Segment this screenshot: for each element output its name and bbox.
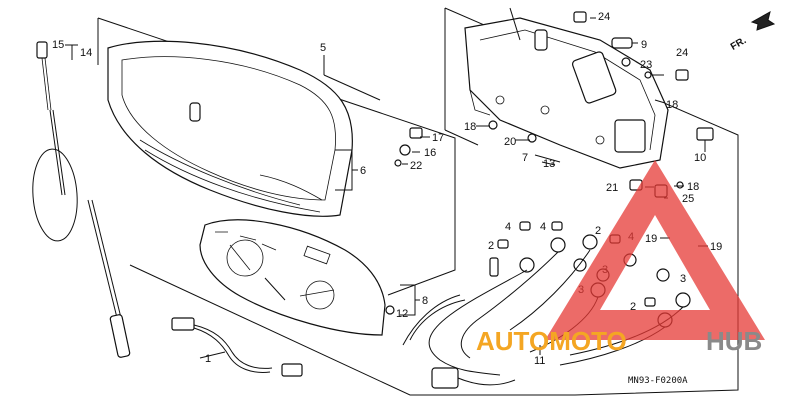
label-10: 10 [694,152,706,164]
label-25: 25 [682,193,694,205]
screw-18-left [488,120,498,130]
label-21: 21 [606,182,618,194]
label-11: 11 [534,355,545,367]
watermark-triangle-icon [545,160,765,340]
label-8: 8 [422,295,428,307]
label-19a: 19 [645,233,657,245]
label-3c: 3 [680,273,686,285]
watermark-text-right: HUB [706,326,762,356]
meter-case [464,7,669,169]
label-7: 7 [522,152,528,164]
wire-harness [402,249,684,389]
outline-box-lower [129,264,575,396]
watermark: AUTOMOTO HUB [476,160,765,356]
grommet-9 [611,37,633,49]
socket-10 [696,127,714,141]
label-9: 9 [641,39,647,51]
screw-18-right [676,181,684,189]
label-2b: 2 [595,225,601,237]
label-18c: 18 [687,181,699,193]
front-direction-indicator: FR. [729,11,776,53]
label-14: 14 [80,47,92,59]
label-19b: 19 [710,241,722,253]
meter-upper-cover [107,40,353,217]
leader-lines [65,17,708,359]
label-20: 20 [504,136,516,148]
label-18b: 18 [666,99,678,111]
nut-24-top [573,11,587,23]
label-13: 13 [543,158,555,170]
screw-12 [385,305,395,315]
label-24b: 24 [676,47,688,59]
part-labels: 1 2 2 2 3 3 3 4 4 4 5 6 7 8 9 10 11 12 1… [52,11,722,367]
outline-box-meter-join [444,129,479,146]
front-direction-label: FR. [729,35,749,53]
label-4a: 4 [505,221,511,233]
watermark-text-left: AUTOMOTO [476,326,627,356]
diagram-code: MN93-F0200A [628,376,688,386]
screw-22 [394,159,402,167]
label-12: 12 [396,308,408,320]
label-4b: 4 [540,221,546,233]
label-23: 23 [640,59,652,71]
screw-23 [644,71,652,79]
label-24a: 24 [598,11,610,23]
label-17: 17 [432,132,444,144]
label-5: 5 [320,42,326,54]
harness-connector [431,367,459,389]
collar-23 [621,57,631,67]
label-2c: 2 [630,301,636,313]
label-1: 1 [205,353,211,365]
label-16: 16 [424,147,436,159]
screw-20 [527,133,537,143]
nut-24-right [675,69,689,81]
speedometer-cable [32,41,131,358]
label-22: 22 [410,160,422,172]
label-15: 15 [52,39,64,51]
label-2a: 2 [488,240,494,252]
washer-16 [399,144,411,156]
meter-panel [199,219,386,336]
front-arrow-icon [750,11,776,31]
label-6: 6 [360,165,366,177]
sub-harness [171,317,303,377]
label-18a: 18 [464,121,476,133]
nut-17 [409,127,423,139]
